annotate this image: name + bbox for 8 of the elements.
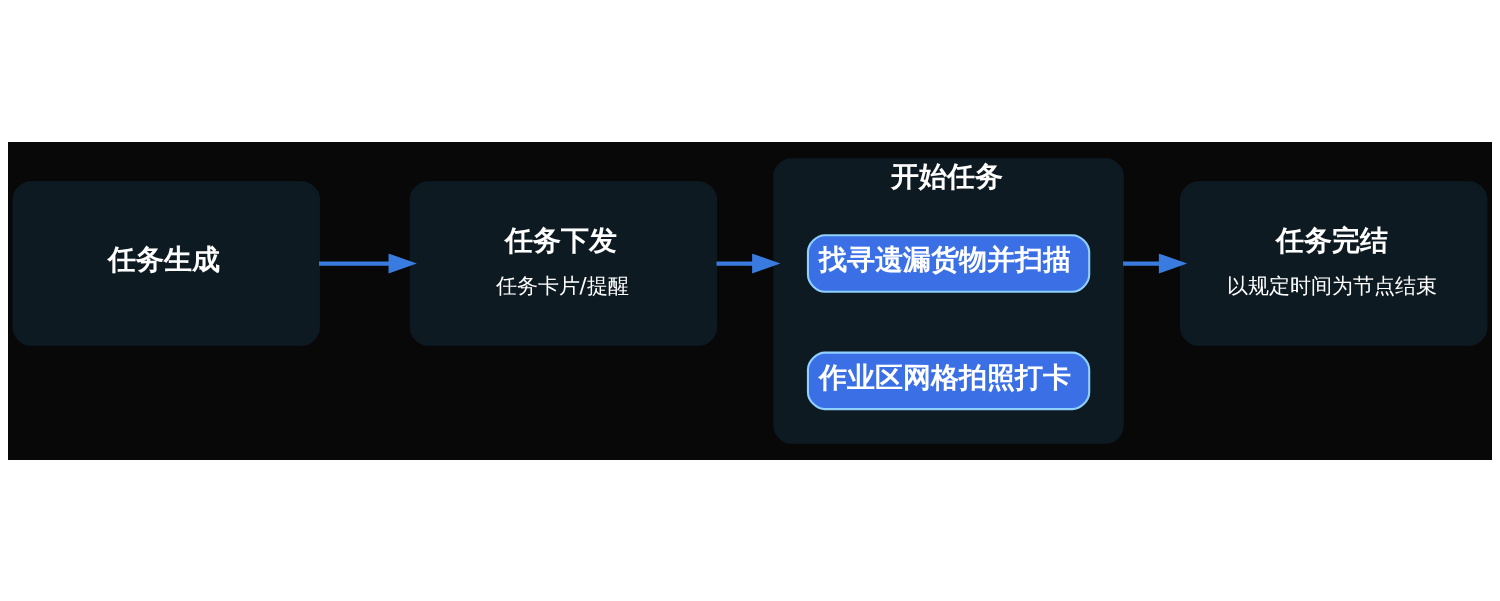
arrow bbox=[1123, 253, 1188, 273]
node-box: 找寻遗漏货物并扫描 bbox=[806, 233, 1091, 293]
arrow bbox=[716, 253, 781, 273]
node-box: 任务生成 bbox=[12, 180, 320, 346]
arrow bbox=[319, 253, 417, 273]
node-box: 作业区网格拍照打卡 bbox=[806, 351, 1091, 410]
node-box: 任务下发 任务卡片/提醒 bbox=[409, 180, 718, 346]
node-box: 任务完结 以规定时间为节点结束 bbox=[1180, 180, 1488, 346]
